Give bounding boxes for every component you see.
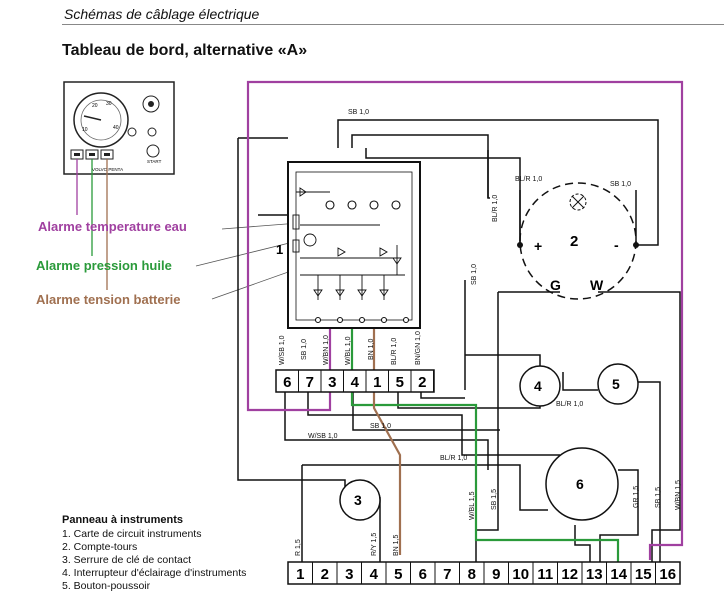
legend: Panneau à instruments 1. Carte de circui… xyxy=(62,514,246,593)
component-5: 5 xyxy=(597,363,639,405)
terminal-number: 4 xyxy=(370,566,379,583)
svg-text:5: 5 xyxy=(612,376,620,392)
terminal-number: 1 xyxy=(373,374,381,391)
terminal-cell xyxy=(410,369,434,393)
terminal-number: 6 xyxy=(283,374,291,391)
header-rule xyxy=(62,24,724,25)
wire-label: W/SB 1,0 xyxy=(308,433,338,440)
tach-terminal-g: G xyxy=(550,277,561,293)
start-label: START xyxy=(147,159,162,164)
legend-item: 1. Carte de circuit instruments xyxy=(62,528,202,540)
callout-battery: Alarme tension batterie xyxy=(36,292,181,307)
wire-label: BL/R 1,0 xyxy=(391,338,398,365)
terminal-number: 12 xyxy=(561,566,578,583)
wire-label: SB 1,5 xyxy=(655,487,662,508)
svg-text:6: 6 xyxy=(576,476,584,492)
wire-label: W/BN 1,0 xyxy=(323,335,330,365)
svg-text:3: 3 xyxy=(354,492,362,508)
wire-label: BN 1,0 xyxy=(368,338,375,360)
terminal-number: 14 xyxy=(610,566,627,583)
svg-text:20: 20 xyxy=(92,103,98,109)
callout-pressure: Alarme pression huile xyxy=(36,258,172,273)
terminal-cell xyxy=(655,561,681,585)
legend-item: 2. Compte-tours xyxy=(62,541,138,553)
terminal-number: 7 xyxy=(443,566,451,583)
wire-labels: SB 1,0 BL/R 1,0 SB 1,0 BL/R 1,0 SB 1,0 W… xyxy=(279,109,682,556)
svg-text:10: 10 xyxy=(82,127,88,133)
wire-label: BL/R 1,0 xyxy=(440,455,467,462)
wire-label: SB 1,0 xyxy=(610,181,631,188)
wire-label: SB 1,5 xyxy=(491,489,498,510)
wire-label: R/Y 1,5 xyxy=(371,533,378,556)
wire-label: W/SB 1,0 xyxy=(279,335,286,365)
wire-label: BN 1,5 xyxy=(393,534,400,556)
legend-title: Panneau à instruments xyxy=(62,514,184,526)
wire-label: BL/R 1,0 xyxy=(515,176,542,183)
wire-label: W/BL 1,5 xyxy=(469,491,476,520)
svg-text:30: 30 xyxy=(106,101,112,107)
wire-label: BL/R 1,0 xyxy=(492,195,499,222)
terminal-number: 3 xyxy=(345,566,353,583)
terminal-number: 6 xyxy=(419,566,427,583)
terminal-number: 8 xyxy=(468,566,476,583)
wire-label: SB 1,0 xyxy=(348,109,369,116)
wire-label: SB 1,0 xyxy=(370,423,391,430)
svg-text:40: 40 xyxy=(113,125,119,131)
tach-terminal-w: W xyxy=(590,277,604,293)
tachometer: 2 + - G W xyxy=(517,182,639,300)
terminal-number: 7 xyxy=(306,374,314,391)
legend-item: 5. Bouton-poussoir xyxy=(62,580,151,592)
legend-item: 3. Serrure de clé de contact xyxy=(62,554,191,566)
terminal-number: 1 xyxy=(296,566,304,583)
circuit-board: 1 xyxy=(276,161,421,329)
terminal-number: 2 xyxy=(418,374,426,391)
terminal-number: 9 xyxy=(492,566,500,583)
wire-label: SB 1,0 xyxy=(301,339,308,360)
wire-label: GR 1,5 xyxy=(633,486,640,508)
terminal-number: 4 xyxy=(351,374,360,391)
component-6: 6 xyxy=(545,447,619,521)
callout-temperature: Alarme temperature eau xyxy=(38,219,187,234)
tach-terminal-minus: - xyxy=(614,237,619,253)
terminal-number: 10 xyxy=(512,566,529,583)
temperature-wire xyxy=(246,80,684,560)
component-3: 3 xyxy=(339,479,381,521)
wire-label: SB 1,0 xyxy=(471,264,478,285)
terminal-number: 13 xyxy=(586,566,603,583)
terminal-number: 3 xyxy=(328,374,336,391)
terminal-number: 16 xyxy=(659,566,676,583)
page-title: Tableau de bord, alternative «A» xyxy=(62,42,308,59)
tach-number: 2 xyxy=(570,233,578,250)
terminal-number: 11 xyxy=(537,566,553,583)
component-4: 4 xyxy=(519,365,561,407)
terminal-number: 5 xyxy=(394,566,402,583)
wire-label: W/BN 1,5 xyxy=(675,480,682,510)
terminal-number: 15 xyxy=(635,566,652,583)
page-header: Schémas de câblage électrique xyxy=(64,6,260,22)
terminal-number: 5 xyxy=(396,374,404,391)
wire-label: BL/R 1,0 xyxy=(556,401,583,408)
board-number: 1 xyxy=(276,242,283,257)
wire-label: R 1,5 xyxy=(295,539,302,556)
wire-label: BN/GN 1,0 xyxy=(415,331,422,365)
terminal-number: 2 xyxy=(321,566,329,583)
tach-terminal-plus: + xyxy=(534,238,542,254)
svg-text:4: 4 xyxy=(534,378,542,394)
wire-label: W/BL 1,0 xyxy=(345,336,352,365)
legend-item: 4. Interrupteur d'éclairage d'instrument… xyxy=(62,567,247,579)
